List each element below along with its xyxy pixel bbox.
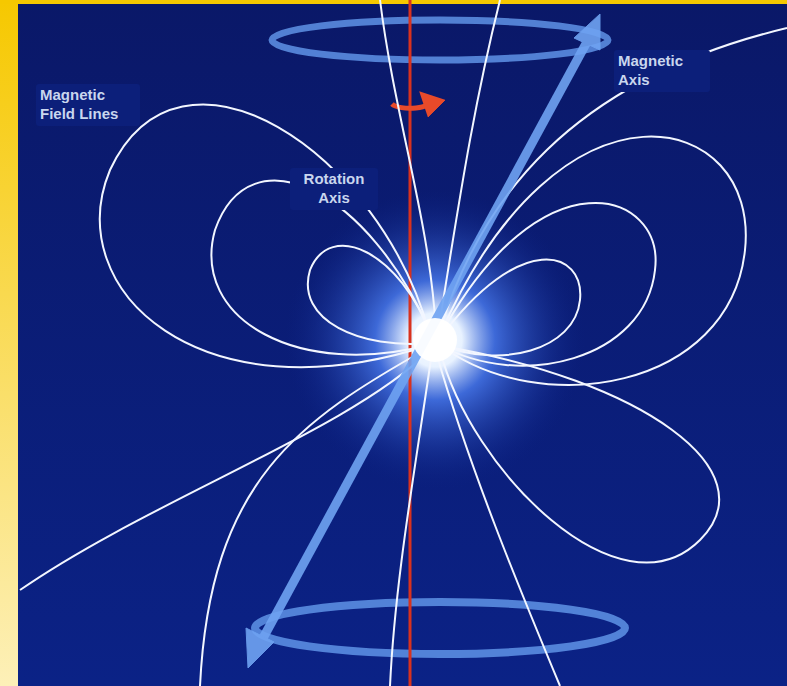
star-glow — [285, 190, 585, 490]
side-band — [0, 0, 18, 686]
rotation-axis — [409, 0, 412, 686]
top-band — [0, 0, 787, 4]
callout-label: Magnetic Field Lines — [36, 84, 140, 126]
magnetic-axis — [246, 14, 600, 668]
callout-label: Magnetic Axis — [614, 50, 710, 92]
beam-ring — [272, 20, 608, 60]
neutron-star — [413, 318, 457, 362]
beam-ring — [255, 602, 625, 654]
field-lines — [20, 0, 787, 686]
callout-label: Rotation Axis — [290, 168, 378, 210]
